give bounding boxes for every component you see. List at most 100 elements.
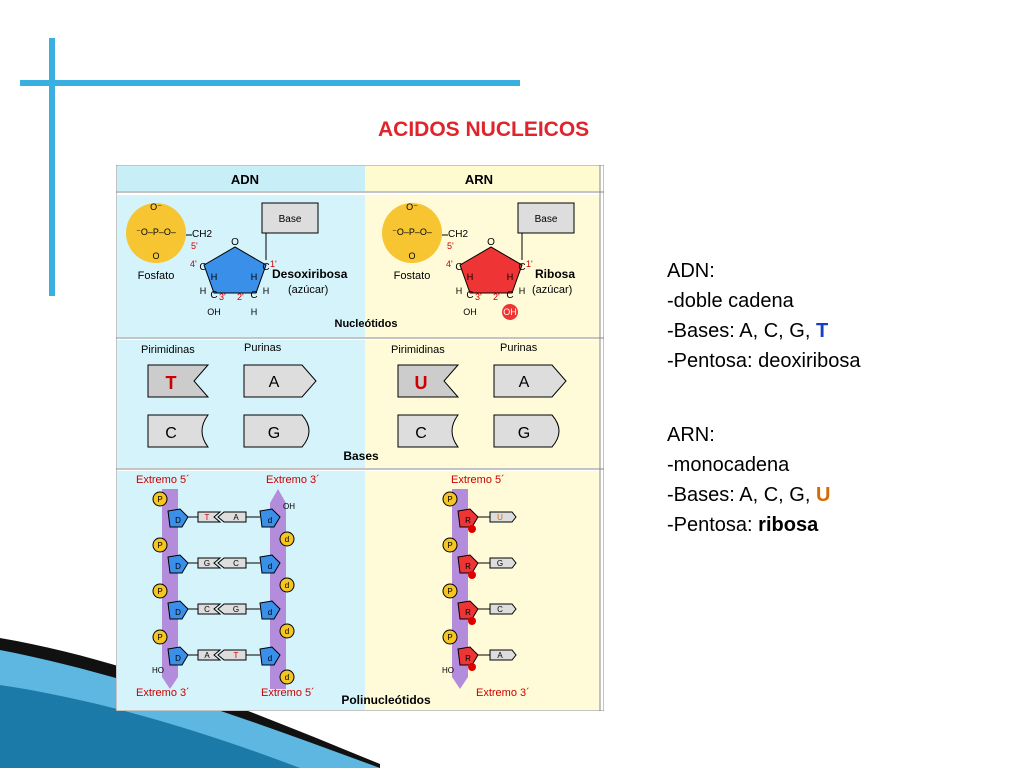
header-dna: ADN: [231, 172, 259, 187]
svg-text:OH: OH: [463, 307, 477, 317]
ribose-oh-mark: [468, 525, 476, 533]
svg-text:(azúcar): (azúcar): [532, 284, 572, 296]
phosphate-letter: d: [285, 581, 289, 590]
svg-text:1': 1': [270, 259, 277, 269]
arn-heading: ARN:: [667, 424, 715, 446]
deoxyribose-mark: [259, 646, 281, 666]
notes-panel: ADN: -doble cadena -Bases: A, C, G, T -P…: [667, 256, 860, 540]
svg-text:U: U: [415, 373, 428, 393]
svg-text:HO: HO: [442, 666, 454, 675]
phosphate-mark: [152, 629, 168, 645]
header-rna: ARN: [465, 172, 493, 187]
base-letter: A: [233, 513, 239, 522]
svg-text:C: C: [518, 262, 525, 273]
rna-base-box: [517, 202, 575, 234]
svg-text:C: C: [199, 262, 206, 273]
phosphate-mark: [279, 623, 295, 639]
phosphate-circle: [126, 203, 186, 263]
base-a: [493, 364, 567, 398]
svg-text:⁻O–P–O–: ⁻O–P–O–: [136, 227, 176, 237]
sugar-letter: d: [268, 516, 272, 525]
base-letter: U: [497, 513, 503, 522]
base-letter: G: [204, 559, 210, 568]
svg-text:C: C: [262, 262, 269, 273]
svg-text:A: A: [269, 374, 280, 391]
sugar-letter: R: [465, 562, 471, 571]
svg-text:Pirimidinas: Pirimidinas: [141, 344, 195, 356]
rna-phosphate-label: Fostato: [394, 270, 431, 282]
accent-line-horizontal: [20, 80, 520, 86]
base-c: [147, 414, 209, 448]
ribose-mark: [457, 554, 479, 574]
dna-bases: Pirimidinas Purinas T A C G: [141, 342, 317, 448]
ribose-oh-mark: [468, 617, 476, 625]
sugar-letter: d: [268, 608, 272, 617]
dna-nucleotide: O⁻ ⁻O–P–O– O Fosfato CH2 O C C C C H H H…: [126, 202, 348, 317]
svg-text:A: A: [519, 374, 530, 391]
svg-text:OH: OH: [207, 307, 221, 317]
svg-text:C: C: [506, 290, 513, 301]
svg-text:5': 5': [447, 241, 454, 251]
base-letter: C: [233, 559, 239, 568]
deoxyribose-mark: [167, 646, 189, 666]
svg-text:2': 2': [237, 292, 244, 302]
base-g: [493, 414, 560, 448]
dna-phosphate-label: Fosfato: [138, 270, 175, 282]
phosphate-letter: d: [285, 673, 289, 682]
rna-nucleotide: O⁻ ⁻O–P–O– O Fostato CH2 O C C C C H H H…: [382, 202, 575, 320]
svg-text:O: O: [152, 251, 159, 261]
sugar-letter: D: [175, 654, 181, 663]
svg-text:OH: OH: [283, 502, 295, 511]
base-u: [397, 364, 460, 398]
phosphate-mark: [152, 537, 168, 553]
svg-text:O⁻: O⁻: [406, 202, 418, 212]
ribose-mark: [457, 600, 479, 620]
phosphate-mark: [442, 491, 458, 507]
arn-strand: -monocadena: [667, 454, 790, 476]
deoxyribose-ring: [203, 246, 267, 294]
slide-title: ACIDOS NUCLEICOS: [378, 118, 590, 141]
phosphate-letter: P: [447, 541, 452, 550]
arn-sugar: -Pentosa: ribosa: [667, 514, 819, 536]
svg-text:H: H: [507, 272, 514, 282]
svg-text:O: O: [231, 237, 239, 248]
base-mark: [197, 649, 222, 661]
ribose-ring: [459, 246, 523, 294]
svg-text:Extremo 5´: Extremo 5´: [136, 474, 190, 486]
svg-text:H: H: [251, 307, 258, 317]
base-letter: A: [497, 651, 503, 660]
sugar-letter: R: [465, 654, 471, 663]
base-mark: [197, 557, 222, 569]
accent-line-vertical: [49, 38, 55, 296]
sugar-letter: d: [268, 654, 272, 663]
base-letter: T: [205, 513, 210, 522]
adn-bases: -Bases: A, C, G, T: [667, 320, 829, 342]
arn-bases: -Bases: A, C, G, U: [667, 484, 831, 506]
phosphate-letter: P: [157, 495, 162, 504]
base-letter: G: [233, 605, 239, 614]
phosphate-mark: [279, 669, 295, 685]
svg-text:4': 4': [446, 259, 453, 269]
svg-text:3': 3': [219, 292, 226, 302]
base-mark: [197, 603, 222, 615]
svg-text:O⁻: O⁻: [150, 202, 162, 212]
phosphate-mark: [279, 577, 295, 593]
svg-text:O: O: [487, 237, 495, 248]
base-t: [147, 364, 210, 398]
svg-text:4': 4': [190, 259, 197, 269]
phosphate-mark: [442, 629, 458, 645]
svg-text:Extremo 5´: Extremo 5´: [261, 687, 315, 699]
phosphate-mark: [442, 583, 458, 599]
sugar-letter: R: [465, 608, 471, 617]
svg-text:H: H: [200, 286, 207, 296]
phosphate-mark: [279, 531, 295, 547]
svg-text:C: C: [210, 290, 217, 301]
base-letter: T: [234, 651, 239, 660]
svg-text:C: C: [455, 262, 462, 273]
svg-text:C: C: [415, 425, 427, 442]
base-mark: [489, 511, 517, 523]
base-c: [397, 414, 459, 448]
dna-base-box: [261, 202, 319, 234]
svg-text:Pirimidinas: Pirimidinas: [391, 344, 445, 356]
svg-text:H: H: [211, 272, 218, 282]
